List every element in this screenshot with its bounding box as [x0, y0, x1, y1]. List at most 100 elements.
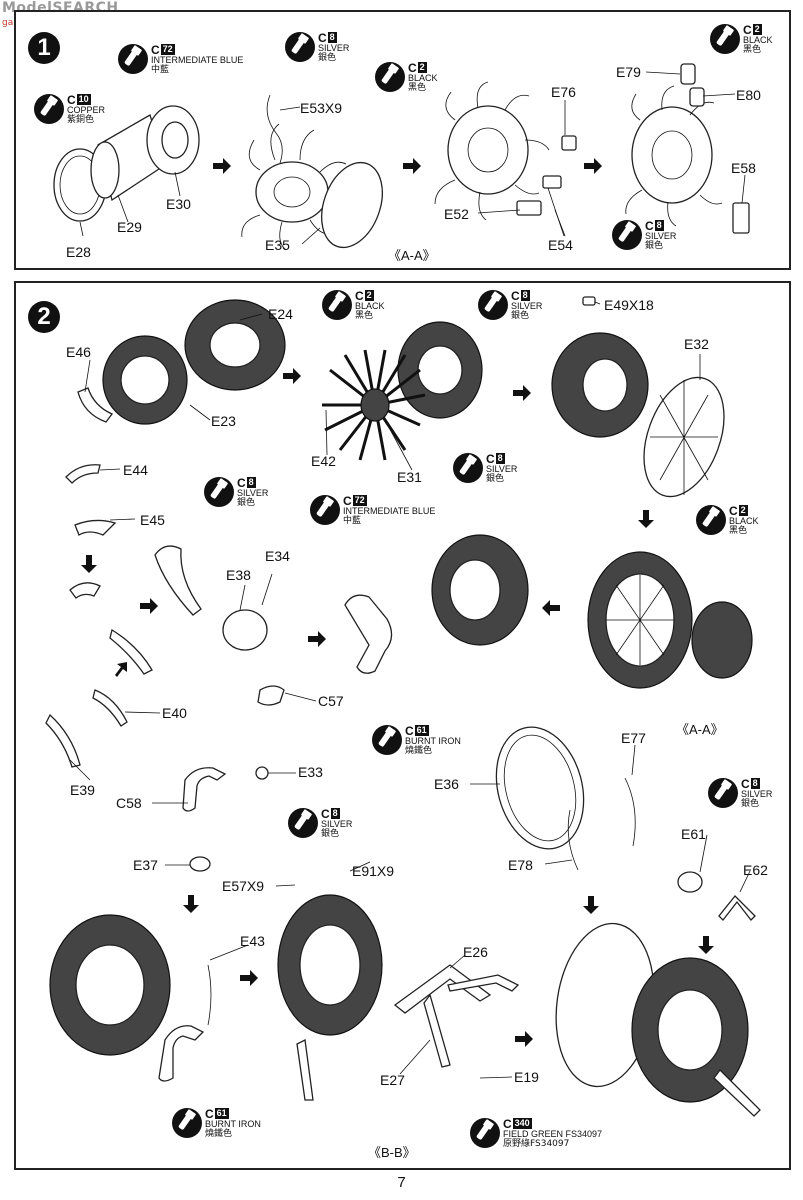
paint-name: INTERMEDIATE BLUE: [151, 55, 244, 65]
paintbrush-icon: [612, 220, 642, 250]
paint-name-zh: 銀色: [511, 311, 530, 321]
paintbrush-icon: [375, 62, 405, 92]
paint-name-zh: 原野綠FS34097: [503, 1139, 570, 1149]
part-label: E37: [133, 857, 158, 873]
paint-number: 10: [76, 94, 91, 105]
paintbrush-icon: [288, 808, 318, 838]
paintbrush-icon: [285, 32, 315, 62]
part-label: E76: [551, 84, 576, 100]
part-label: E38: [226, 567, 251, 583]
part-label: E32: [684, 336, 709, 352]
paint-name-zh: 銀色: [318, 53, 337, 63]
paintbrush-icon: [453, 453, 483, 483]
part-label: E42: [311, 453, 336, 469]
paint-code: C: [408, 60, 417, 75]
paintbrush-icon: [204, 477, 234, 507]
part-label: E23: [211, 413, 236, 429]
paintbrush-icon: [708, 778, 738, 808]
paint-name-zh: 紫銅色: [67, 115, 95, 125]
part-label: E61: [681, 826, 706, 842]
paint-name-zh: 銀色: [321, 829, 340, 839]
paint-name: BLACK: [729, 516, 759, 526]
paint-code: C: [511, 288, 520, 303]
part-label: E52: [444, 206, 469, 222]
part-label: E43: [240, 933, 265, 949]
part-label: E28: [66, 244, 91, 260]
paint-number: 2: [364, 290, 374, 301]
paint-number: 8: [750, 778, 760, 789]
view-label: 《A-A》: [676, 722, 724, 737]
paint-name-zh: 黑色: [355, 311, 374, 321]
paint-code: C: [729, 503, 738, 518]
paintbrush-icon: [310, 495, 340, 525]
paint-number: 61: [414, 725, 429, 736]
paint-number: 2: [417, 62, 427, 73]
paint-code: C: [486, 451, 495, 466]
part-label: E78: [508, 857, 533, 873]
paint-name: SILVER: [237, 488, 269, 498]
part-label: E45: [140, 512, 165, 528]
view-label: 《B-B》: [368, 1145, 416, 1160]
page-number: 7: [397, 1174, 406, 1191]
paint-number: 61: [214, 1108, 229, 1119]
paint-name-zh: 燒鐵色: [405, 746, 433, 756]
paint-number: 2: [738, 505, 748, 516]
paint-name-zh: 銀色: [741, 799, 760, 809]
part-label: C58: [116, 795, 142, 811]
part-label: C57: [318, 693, 344, 709]
part-label: E24: [268, 306, 293, 322]
paint-name: BURNT IRON: [205, 1119, 261, 1129]
part-label: E46: [66, 344, 91, 360]
paint-number: 8: [330, 808, 340, 819]
paint-code: C: [503, 1116, 512, 1131]
paint-number: 72: [160, 44, 175, 55]
view-label: 《A-A》: [388, 248, 436, 263]
paint-code: C: [343, 493, 352, 508]
part-label: E19: [514, 1069, 539, 1085]
part-label: E33: [298, 764, 323, 780]
paintbrush-icon: [118, 44, 148, 74]
part-label: E30: [166, 196, 191, 212]
paint-name-zh: 中藍: [151, 65, 170, 75]
step-1-number: 1: [28, 32, 60, 64]
paint-code: C: [321, 806, 330, 821]
process-arrows: [81, 158, 714, 1047]
paint-name: SILVER: [741, 789, 773, 799]
part-label: E80: [736, 87, 761, 103]
step1-parts: [53, 63, 750, 251]
paint-code: C: [318, 30, 327, 45]
paint-name-zh: 銀色: [486, 474, 505, 484]
paint-name-zh: 中藍: [343, 516, 362, 526]
paintbrush-icon: [478, 290, 508, 320]
paint-code: C: [67, 92, 76, 107]
step2-leaders: [69, 301, 751, 1079]
paint-name: BLACK: [408, 73, 438, 83]
paint-code: C: [741, 776, 750, 791]
paint-number: 8: [520, 290, 530, 301]
paintbrush-icon: [696, 505, 726, 535]
paint-number: 2: [752, 24, 762, 35]
paint-name: SILVER: [486, 464, 518, 474]
paint-code: C: [355, 288, 364, 303]
step2-parts: [45, 296, 761, 1117]
part-label: E35: [265, 237, 290, 253]
part-label: E49X18: [604, 297, 654, 313]
part-label: E77: [621, 730, 646, 746]
paint-code: C: [743, 22, 752, 37]
paint-code: C: [237, 475, 246, 490]
part-label: E79: [616, 64, 641, 80]
paint-name: SILVER: [321, 819, 353, 829]
